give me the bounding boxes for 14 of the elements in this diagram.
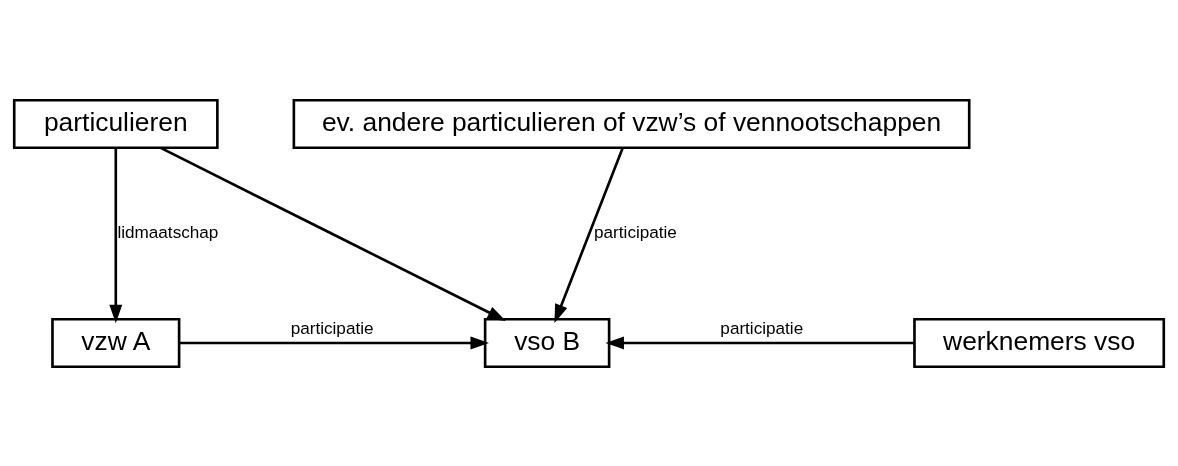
edge-label: participatie xyxy=(290,317,374,338)
node-box: ev. andere particulieren of vzw’s of vennootschappen xyxy=(292,98,971,149)
edge-label: participatie xyxy=(594,221,677,242)
node-box: particulieren xyxy=(12,98,219,149)
edge-label: participatie xyxy=(720,317,804,338)
node-box: werknemers vso xyxy=(913,317,1166,368)
edge-label: lidmaatschap xyxy=(117,221,219,242)
node-box: vzw A xyxy=(51,317,181,368)
arrow xyxy=(179,336,489,349)
arrow xyxy=(160,146,506,321)
arrow xyxy=(605,336,915,349)
arrow xyxy=(109,147,123,323)
arrow xyxy=(554,147,624,323)
node-box: vso B xyxy=(483,317,611,368)
